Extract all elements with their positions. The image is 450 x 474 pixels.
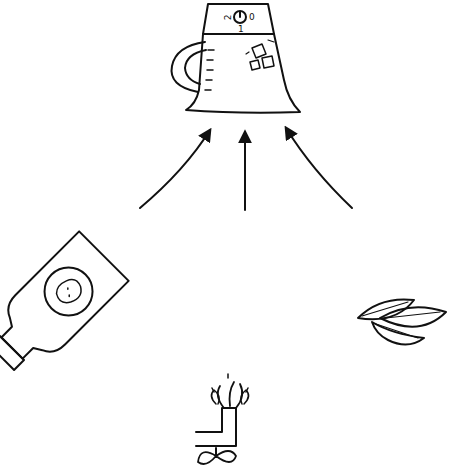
faucet	[196, 374, 249, 464]
bottle	[0, 231, 129, 382]
dial-number: 2	[224, 15, 233, 21]
leaves	[358, 299, 446, 344]
blender	[172, 4, 300, 113]
dial-number: 1	[238, 25, 244, 34]
arrows	[140, 128, 352, 210]
dial-number: 0	[249, 13, 255, 22]
